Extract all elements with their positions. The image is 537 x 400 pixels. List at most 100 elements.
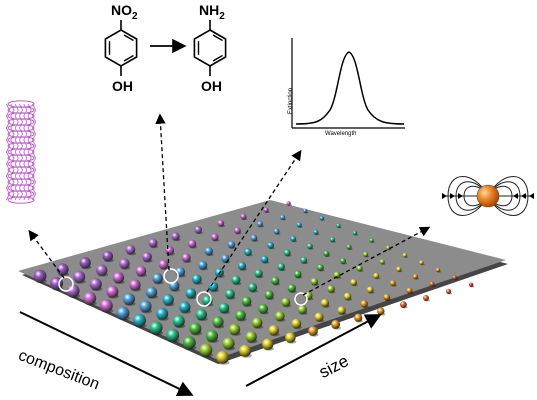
nitrophenol-structure (104, 20, 138, 76)
nanoparticle-sphere (329, 237, 335, 243)
magnetic-nanoparticle (476, 184, 500, 208)
nanoparticle-sphere (222, 337, 235, 350)
nanoparticle-sphere (363, 251, 369, 257)
nanoparticle-sphere (100, 299, 113, 312)
nanoparticle-sphere (423, 295, 429, 301)
nanoparticle-sphere (369, 238, 374, 243)
nanoparticle-sphere (171, 232, 180, 241)
nanoparticle-sphere (419, 260, 424, 265)
nanoparticle-sphere (231, 275, 241, 285)
nanoparticle-sphere (333, 271, 341, 279)
nanoparticle-sphere (287, 284, 296, 293)
extinction-spectrum-plot (291, 38, 405, 129)
nanoparticle-sphere (227, 240, 236, 249)
nanoparticle-sphere (327, 285, 335, 293)
nanoparticle-sphere (354, 313, 363, 322)
composition-arrow (19, 311, 194, 396)
reduction-reaction (104, 20, 227, 76)
nitro-group-text: NO2 (111, 2, 138, 22)
selected-particle-marker (196, 291, 212, 307)
nanoparticle-sphere (240, 213, 247, 220)
nanoparticle-sphere (323, 250, 330, 257)
nanoparticle-sphere (129, 279, 141, 291)
nitro-group-label: NO2 (111, 2, 138, 22)
nanoparticle-sphere (166, 328, 180, 342)
nanoparticle-sphere (145, 286, 158, 299)
nanoparticle-sphere (263, 207, 269, 213)
nanoparticle-sphere (204, 247, 213, 256)
nanoparticle-sphere (133, 314, 147, 327)
nanoparticle-sphere (250, 234, 258, 242)
hydroxyl-label-left: OH (112, 78, 133, 94)
nanoparticle-sphere (313, 229, 319, 235)
nanoparticle-sphere (360, 300, 368, 308)
nanoparticle-sphere (149, 321, 163, 335)
nanoparticle-sphere (260, 255, 269, 264)
nanoparticle-sphere (377, 307, 385, 315)
nanoparticle-sphere (452, 275, 457, 280)
nanoparticle-sphere (258, 303, 269, 314)
nanoparticle-sphere (234, 227, 241, 234)
hydroxyl-text-right: OH (201, 78, 222, 94)
nanoparticle-sphere (188, 239, 197, 248)
nanoparticle-sphere (245, 331, 257, 343)
nanoparticle-sphere (319, 215, 325, 221)
nanoparticle-sphere (225, 289, 235, 299)
nanoparticle-sphere (73, 270, 86, 283)
nanotube-strand (27, 103, 32, 201)
nanoparticle-sphere (383, 293, 391, 301)
selected-particle-marker (58, 276, 74, 292)
size-arrow (245, 314, 382, 387)
nanoparticle-sphere (296, 222, 302, 228)
nanoparticle-sphere (262, 338, 274, 350)
magnetic-dipole-icon (442, 176, 534, 216)
selected-particle-markers (58, 268, 308, 307)
nanoparticle-sphere (385, 245, 391, 251)
nanoparticle-sphere (244, 248, 252, 256)
nanotube-strand (5, 103, 11, 201)
arrow-to-reaction (155, 113, 170, 271)
nanoparticle-sphere (191, 274, 202, 285)
nanoparticle-sphere (356, 265, 363, 272)
nanoparticle-sphere (251, 317, 263, 329)
nanoparticle-sphere (221, 254, 230, 263)
nanoparticle-sphere (211, 233, 219, 241)
nanoparticle-sphere (79, 257, 91, 269)
nanoparticle-sphere (300, 256, 308, 264)
nanoparticle-sphere (135, 265, 147, 277)
nanoparticle-sphere (112, 271, 125, 284)
nanoparticle-sphere (199, 343, 213, 357)
nanoparticle-sphere (317, 264, 324, 271)
nanoparticle-sphere (264, 290, 274, 300)
nanoparticle-sphere (142, 252, 152, 262)
selected-particle-marker (163, 268, 179, 284)
nanoparticle-sphere (402, 252, 408, 258)
spectrum-ylabel: Extinction (288, 87, 294, 114)
nanoparticle-sphere (205, 329, 219, 343)
selected-particle-marker (294, 292, 308, 306)
nanoparticle-sphere (291, 318, 302, 329)
nanoparticle-sphere (125, 244, 136, 255)
nanoparticle-sphere (248, 282, 258, 292)
amino-group-label: NH2 (199, 2, 225, 22)
nanoparticle-sphere (336, 223, 341, 228)
nanotube-strand (10, 103, 15, 201)
nanoparticle-sphere (366, 286, 374, 294)
nanoparticle-sphere (194, 226, 202, 234)
nanoparticle-sphere (162, 294, 174, 306)
nanoparticle-sphere (286, 201, 291, 206)
nanoparticle-sphere (446, 288, 452, 294)
nanoparticle-sphere (158, 259, 169, 270)
carbon-nanotube-icon (5, 100, 37, 204)
nanoparticle-sphere (189, 322, 202, 335)
nanoparticle-sphere (185, 287, 197, 299)
nanoparticle-sphere (346, 244, 352, 250)
nanoparticle-sphere (183, 336, 196, 349)
nanoparticle-sphere (102, 250, 114, 262)
nanoparticle-sphere (119, 258, 130, 269)
nanoparticle-sphere (116, 306, 130, 320)
nanoparticle-sphere (208, 281, 219, 292)
spectrum-xlabel: Wavelength (325, 131, 357, 137)
nanoparticle-sphere (156, 307, 169, 320)
nanoparticle-sphere (181, 253, 191, 263)
